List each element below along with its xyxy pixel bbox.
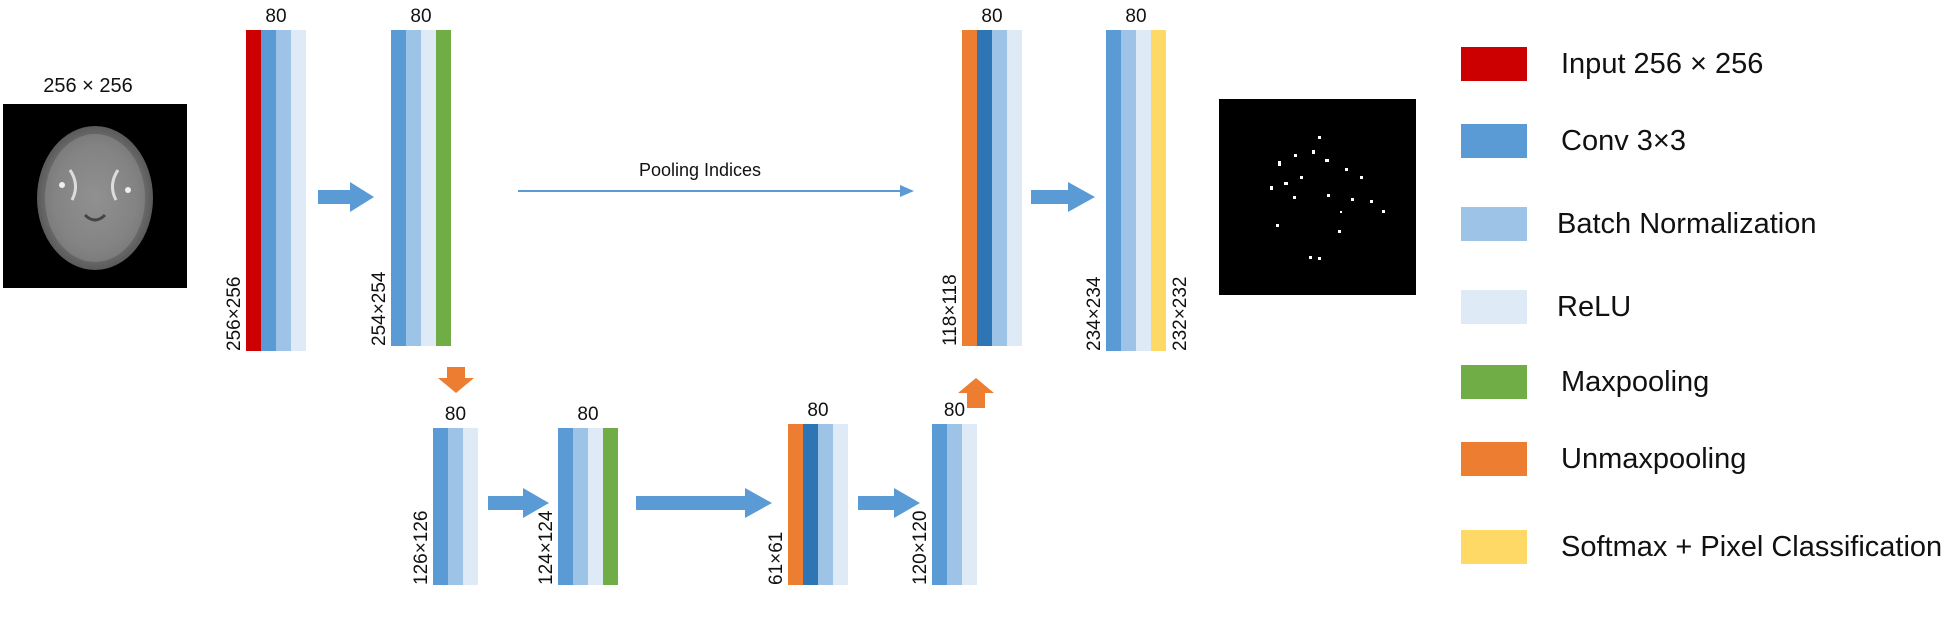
block-enc2-layer-0 <box>391 30 406 346</box>
block-dec3-size: 118×118 <box>940 274 961 346</box>
legend-item: Unmaxpooling <box>1461 442 1941 476</box>
input-mri-image <box>3 104 187 288</box>
legend-swatch <box>1461 124 1527 158</box>
block-dec3: 80 118×118 <box>940 6 1022 346</box>
block-enc4-layer-2 <box>588 428 603 585</box>
block-dec2-layer-0 <box>932 424 947 585</box>
unmaxpool-up-arrow <box>958 378 994 408</box>
legend-label: Input 256 × 256 <box>1561 48 1764 80</box>
block-enc3-size: 126×126 <box>411 511 432 586</box>
block-dec4: 80 234×234 232×232 <box>1084 6 1191 351</box>
block-enc4: 80 124×124 <box>536 404 618 585</box>
block-enc1: 80 256×256 <box>224 6 306 351</box>
block-enc3-layer-2 <box>463 428 478 585</box>
legend-item: Maxpooling <box>1461 365 1941 399</box>
block-enc2-layer-2 <box>421 30 436 346</box>
legend-swatch <box>1461 442 1527 476</box>
block-enc2: 80 254×254 <box>369 6 451 346</box>
block-dec4-layer-2 <box>1136 30 1151 351</box>
block-enc1-size: 256×256 <box>224 277 245 352</box>
block-enc1-layer-1 <box>261 30 276 351</box>
legend-label: Unmaxpooling <box>1561 443 1747 475</box>
block-dec2: 80 120×120 <box>910 400 977 585</box>
legend-swatch <box>1461 365 1527 399</box>
block-enc1-layer-0 <box>246 30 261 351</box>
block-dec2-layer-2 <box>962 424 977 585</box>
block-dec4-layer-3 <box>1151 30 1166 351</box>
legend-item: ReLU <box>1461 290 1941 324</box>
block-enc3-layer-1 <box>448 428 463 585</box>
arrow-enc4-to-dec1 <box>636 488 772 518</box>
legend-item: Input 256 × 256 <box>1461 47 1941 81</box>
block-dec1-layer-3 <box>833 424 848 585</box>
block-dec3-layer-0 <box>962 30 977 346</box>
output-segmentation-image <box>1219 99 1416 295</box>
legend-swatch <box>1461 47 1527 81</box>
arrow-dec1-to-dec2 <box>858 488 920 518</box>
legend-swatch <box>1461 290 1527 324</box>
input-image-size-label: 256 × 256 <box>43 75 133 97</box>
legend-swatch <box>1461 530 1527 564</box>
legend-item: Softmax + Pixel Classification <box>1461 530 1942 564</box>
block-enc3-layer-0 <box>433 428 448 585</box>
block-dec3-layer-3 <box>1007 30 1022 346</box>
block-enc1-layer-3 <box>291 30 306 351</box>
legend-swatch <box>1461 207 1527 241</box>
arrow-dec3-to-dec4 <box>1031 182 1095 212</box>
block-dec4-size: 234×234 <box>1084 276 1105 351</box>
block-dec4-layer-1 <box>1121 30 1136 351</box>
block-enc2-channels: 80 <box>410 6 431 27</box>
block-enc4-layer-1 <box>573 428 588 585</box>
block-dec1-layer-1 <box>803 424 818 585</box>
block-enc2-size: 254×254 <box>369 271 390 346</box>
block-enc2-layer-3 <box>436 30 451 346</box>
block-dec3-layer-2 <box>992 30 1007 346</box>
block-dec1-layer-0 <box>788 424 803 585</box>
block-enc3: 80 126×126 <box>411 404 478 585</box>
block-dec1: 80 61×61 <box>766 400 848 585</box>
block-dec4-layer-0 <box>1106 30 1121 351</box>
block-enc3-channels: 80 <box>445 404 466 425</box>
block-dec2-channels: 80 <box>944 400 965 421</box>
pooling-indices-label: Pooling Indices <box>639 160 761 180</box>
legend-label: ReLU <box>1557 291 1632 323</box>
block-enc4-size: 124×124 <box>536 510 557 585</box>
legend-label: Softmax + Pixel Classification <box>1561 531 1943 563</box>
block-enc4-layer-3 <box>603 428 618 585</box>
block-dec3-channels: 80 <box>981 6 1002 27</box>
maxpool-down-arrow <box>438 367 474 393</box>
block-enc2-layer-1 <box>406 30 421 346</box>
legend-item: Conv 3×3 <box>1461 124 1941 158</box>
block-dec1-channels: 80 <box>807 400 828 421</box>
arrow-enc1-to-enc2 <box>318 182 374 212</box>
block-dec1-layer-2 <box>818 424 833 585</box>
legend-label: Batch Normalization <box>1557 208 1817 240</box>
arrow-enc3-to-enc4 <box>488 488 549 518</box>
block-dec4-output-size: 232×232 <box>1170 277 1191 352</box>
block-dec3-layer-1 <box>977 30 992 346</box>
legend-label: Maxpooling <box>1561 366 1710 398</box>
legend-item: Batch Normalization <box>1461 207 1941 241</box>
block-enc1-layer-2 <box>276 30 291 351</box>
pooling-indices-arrowhead <box>900 185 914 197</box>
block-dec2-size: 120×120 <box>910 511 931 586</box>
block-dec2-layer-1 <box>947 424 962 585</box>
block-enc4-channels: 80 <box>577 404 598 425</box>
legend-label: Conv 3×3 <box>1561 125 1686 157</box>
block-dec4-channels: 80 <box>1125 6 1146 27</box>
block-dec1-size: 61×61 <box>766 532 787 585</box>
block-enc1-channels: 80 <box>265 6 286 27</box>
block-enc4-layer-0 <box>558 428 573 585</box>
